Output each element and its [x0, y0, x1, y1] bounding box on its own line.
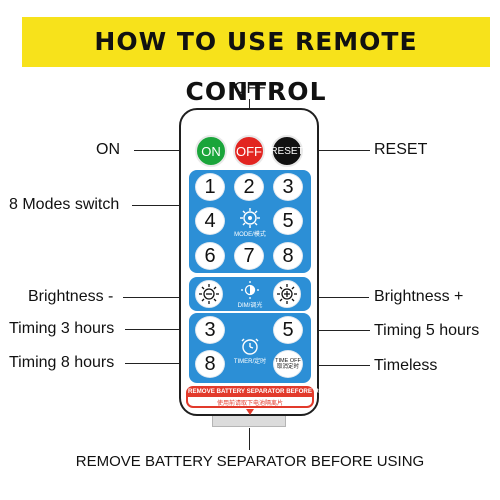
leader-line-brightness-down: [123, 297, 193, 298]
label-off: OFF: [234, 80, 266, 97]
off-button[interactable]: OFF: [233, 135, 265, 167]
down-arrow-icon: [246, 409, 254, 415]
label-timing3: Timing 3 hours: [9, 320, 115, 337]
timer-label: TIMER/定时: [233, 359, 267, 365]
timer-clock-icon: [241, 338, 259, 355]
brightness-up-icon: [277, 284, 297, 304]
label-brightness-down: Brightness -: [28, 288, 114, 305]
mode-button-8[interactable]: 8: [273, 242, 303, 270]
leader-line-timing8: [125, 363, 197, 364]
dim-label: DIM/调光: [237, 303, 263, 309]
timer-5h-button[interactable]: 5: [273, 316, 303, 344]
leader-line-timing5: [302, 330, 370, 331]
leader-line-reset: [304, 150, 370, 151]
label-brightness-up: Brightness +: [374, 288, 464, 305]
mode-center-label: MODE/模式: [234, 232, 266, 238]
battery-warning-text-en: REMOVE BATTERY SEPARATOR BEFORE USE: [188, 388, 327, 395]
title-banner: [22, 17, 490, 67]
on-button[interactable]: ON: [195, 135, 227, 167]
reset-button[interactable]: RESET: [270, 135, 304, 167]
label-timing5: Timing 5 hours: [374, 322, 480, 339]
mode-button-7[interactable]: 7: [234, 242, 264, 270]
page-title: HOW TO USE REMOTE CONTROL: [94, 27, 418, 106]
time-off-label-en: TIME OFF: [275, 358, 301, 364]
brightness-down-icon: [199, 284, 219, 304]
mode-button-5[interactable]: 5: [273, 207, 303, 235]
footer-instruction: REMOVE BATTERY SEPARATOR BEFORE USING: [75, 453, 425, 470]
leader-line-timing3: [125, 329, 197, 330]
timer-8h-button[interactable]: 8: [195, 350, 225, 378]
time-off-button[interactable]: TIME OFF 取消定时: [273, 350, 303, 378]
mode-button-3[interactable]: 3: [273, 173, 303, 201]
label-timeless: Timeless: [374, 357, 438, 374]
leader-line-modes: [132, 205, 192, 206]
label-modes: 8 Modes switch: [9, 196, 120, 213]
label-timing8: Timing 8 hours: [9, 354, 115, 371]
brightness-down-button[interactable]: [195, 280, 223, 308]
dim-sun-icon: [241, 281, 259, 299]
label-reset: RESET: [374, 141, 428, 158]
timer-3h-button[interactable]: 3: [195, 316, 225, 344]
leader-line-timeless: [306, 365, 370, 366]
battery-warning-text-cn: 使用前请取下电池隔离片: [216, 401, 283, 407]
mode-button-4[interactable]: 4: [195, 207, 225, 235]
mode-button-1[interactable]: 1: [195, 173, 225, 201]
time-off-label-cn: 取消定时: [276, 364, 299, 370]
leader-line-footer: [249, 428, 250, 450]
mode-gear-icon[interactable]: [238, 207, 262, 229]
battery-warning-header: [188, 387, 312, 397]
leader-line-brightness-up: [301, 297, 369, 298]
brightness-up-button[interactable]: [273, 280, 301, 308]
mode-button-6[interactable]: 6: [195, 242, 225, 270]
leader-line-on: [134, 150, 196, 151]
label-on: ON: [96, 141, 120, 158]
mode-button-2[interactable]: 2: [234, 173, 264, 201]
